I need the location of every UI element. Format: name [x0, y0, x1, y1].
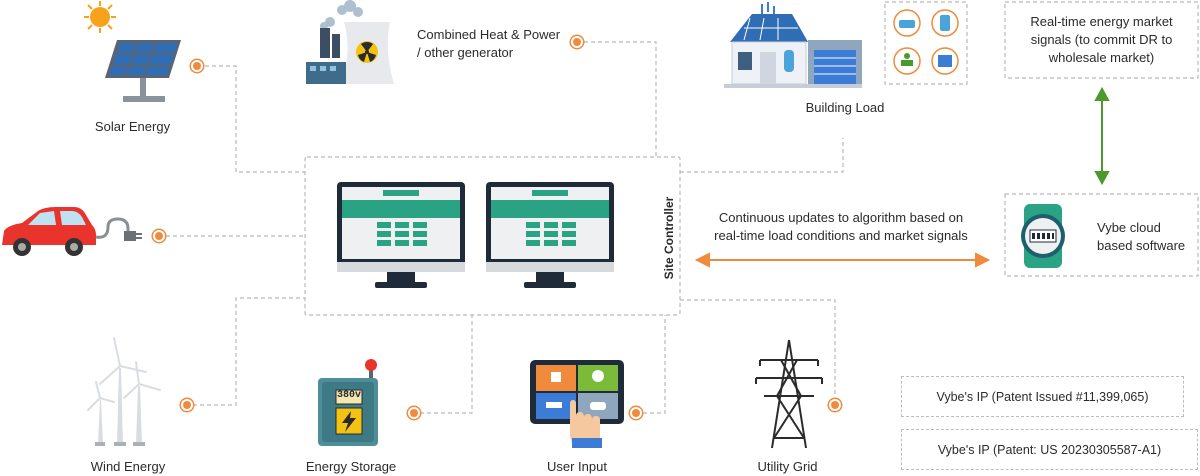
building-connector — [680, 138, 844, 173]
algo-arrow — [694, 252, 991, 268]
market-label: Real-time energy market signals (to comm… — [1030, 14, 1173, 65]
storage-label: Energy Storage — [305, 459, 397, 474]
storage-connector — [420, 315, 473, 414]
market-arrow — [1094, 86, 1110, 186]
site-controller-label: Site Controller — [662, 196, 676, 280]
solar-dot[interactable] — [193, 62, 201, 70]
chp-label: Combined Heat & Power / other generator — [417, 27, 561, 60]
user-label: User Input — [547, 459, 607, 474]
appliance-icons — [888, 5, 964, 81]
user-connector — [643, 315, 666, 414]
wind-label: Wind Energy — [90, 459, 166, 474]
ev-dot[interactable] — [155, 232, 163, 240]
battery-icon — [318, 359, 378, 446]
house-icon — [724, 2, 862, 88]
solar-label: Solar Energy — [94, 119, 171, 134]
site-controller-box — [304, 156, 681, 316]
building-appliances-box — [884, 1, 968, 85]
patent-issued-box: Vybe's IP (Patent Issued #11,399,065) — [901, 376, 1184, 417]
wind-connector — [193, 297, 305, 406]
solar-panel-icon — [105, 40, 181, 102]
cloud-label: Vybe cloud based software — [1097, 220, 1186, 253]
electric-car-icon — [2, 207, 142, 256]
transmission-tower-icon — [755, 339, 823, 449]
wind-dot[interactable] — [183, 401, 191, 409]
power-plant-icon — [306, 0, 394, 84]
cloud-box — [1004, 193, 1199, 277]
market-box — [1004, 1, 1199, 79]
solar-connector — [205, 65, 305, 173]
algo-label: Continuous updates to algorithm based on… — [714, 210, 968, 243]
user-dot[interactable] — [632, 409, 640, 417]
grid-dot[interactable] — [831, 401, 839, 409]
sun-icon — [84, 1, 116, 33]
patent-pending-box: Vybe's IP (Patent: US 20230305587-A1) — [901, 429, 1198, 470]
monitor-icon — [486, 182, 614, 288]
chp-dot[interactable] — [573, 38, 581, 46]
tablet-icon — [530, 360, 624, 448]
storage-dot[interactable] — [410, 409, 418, 417]
monitor-icon — [337, 182, 465, 288]
smart-meter-icon — [1021, 204, 1065, 268]
storage-display: 380v — [336, 390, 361, 401]
wind-turbine-icon — [87, 337, 161, 446]
grid-connector — [680, 299, 836, 394]
grid-label: Utility Grid — [757, 459, 818, 474]
building-label: Building Load — [805, 100, 885, 115]
chp-connector — [584, 41, 657, 157]
